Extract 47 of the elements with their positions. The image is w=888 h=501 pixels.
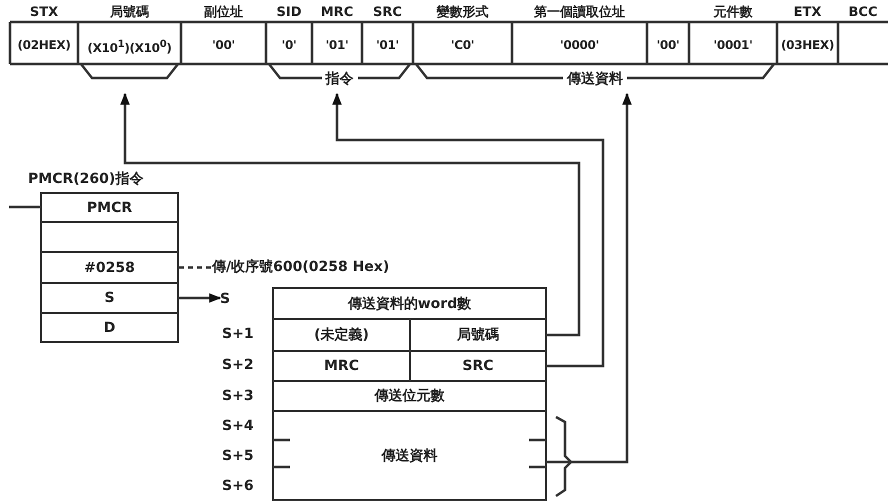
arrow	[547, 92, 632, 464]
address-label: S+5	[222, 447, 254, 465]
connector-line	[179, 266, 212, 269]
note-text: 傳/收序號600(0258 Hex)	[212, 258, 390, 276]
field-value: '0'	[282, 37, 296, 53]
field-value: '00'	[212, 37, 235, 53]
operand-cell: D	[40, 312, 179, 343]
operand-cell: PMCR	[40, 192, 179, 223]
field-name: MRC	[320, 4, 354, 22]
connector-line	[9, 206, 40, 208]
field-value: (X10$^{1}$)(X10$^{0}$)	[87, 38, 172, 56]
empty-cell	[40, 221, 179, 253]
operand-cell: #0258	[40, 251, 179, 284]
table-cell: 傳送資料	[272, 410, 547, 501]
field-name: SID	[276, 4, 302, 22]
arrow	[120, 92, 580, 336]
block-title: PMCR(260)指令	[28, 170, 144, 188]
field-value: 'C0'	[450, 37, 474, 53]
field-name: 局號碼	[110, 4, 149, 22]
table-cell: 傳送位元數	[272, 380, 547, 412]
field-value: '01'	[326, 37, 348, 53]
field-name: STX	[30, 4, 58, 22]
bracket-label: 指令	[322, 70, 358, 88]
field-name: 元件數	[714, 4, 752, 22]
table-cell: 傳送資料的word數	[272, 287, 547, 320]
field-value: '0000'	[560, 37, 599, 53]
field-name: 第一個讀取位址	[534, 4, 625, 22]
address-label: S+2	[222, 356, 254, 374]
field-value: (02HEX)	[17, 37, 71, 53]
arrow	[179, 293, 222, 303]
field-value: (03HEX)	[780, 37, 834, 53]
field-name: SRC	[373, 4, 402, 22]
field-name: 副位址	[204, 4, 243, 22]
field-name: ETX	[794, 4, 822, 22]
operand-cell: S	[40, 282, 179, 314]
field-name: 變數形式	[436, 4, 488, 22]
field-value: '00'	[656, 37, 680, 53]
address-label: S+4	[222, 417, 254, 435]
field-name: BCC	[848, 4, 878, 22]
field-value: '0001'	[714, 37, 752, 53]
field-value: '01'	[376, 37, 399, 53]
address-label: S+3	[222, 387, 254, 405]
bracket-label: 傳送資料	[563, 70, 627, 88]
address-label: S+1	[222, 325, 254, 343]
address-label: S+6	[222, 477, 254, 495]
arrow	[332, 92, 604, 368]
address-label: S	[220, 290, 230, 308]
